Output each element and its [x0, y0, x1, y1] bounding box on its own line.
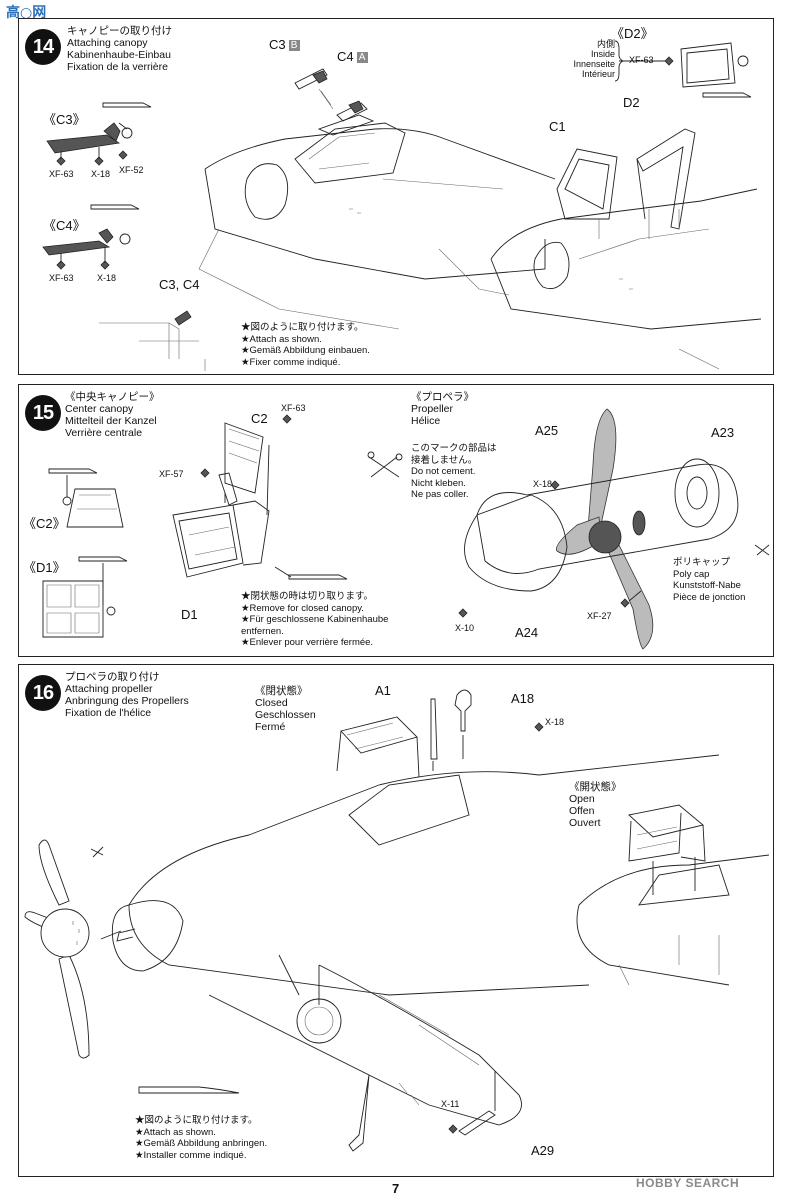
part-d2-label: D2 — [623, 95, 640, 110]
step-16-note: ★図のように取り付けます。★Attach as shown. ★Gemäß Ab… — [135, 1115, 268, 1161]
step-15-title: 《中央キャノピー》Center canopy Mittelteil der Ka… — [65, 391, 160, 439]
watermark-hobby-search: HOBBY SEARCH — [636, 1176, 740, 1190]
sub-c2-label: 《C2》 — [23, 516, 66, 531]
canopy-assembly-drawing — [172, 414, 348, 580]
d2-detail-drawing — [614, 40, 752, 98]
paint-xf63: XF-63 — [49, 169, 74, 179]
paint-xf63: XF-63 — [49, 273, 74, 283]
step-14-drawing — [42, 40, 762, 371]
open-canopy-drawing — [576, 804, 770, 986]
fuselage-left-drawing — [198, 68, 556, 330]
part-c2-label: C2 — [251, 411, 268, 426]
paint-xf63: XF-63 — [629, 55, 654, 65]
part-c1-label: C1 — [549, 119, 566, 134]
sub-d1-label: 《D1》 — [23, 560, 66, 575]
sub-c3-label: 《C3》 — [43, 112, 86, 127]
part-a24-label: A24 — [515, 625, 539, 640]
step-14-panel: 14 キャノピーの取り付け Attaching canopy Kabinenha… — [18, 18, 774, 375]
part-a23-label: A23 — [711, 425, 735, 440]
part-a18-label: A18 — [511, 691, 535, 706]
part-a1-label: A1 — [375, 683, 391, 698]
step-15-drawing — [42, 408, 770, 650]
part-c3c4-label: C3, C4 — [159, 277, 200, 292]
title-ja: キャノピーの取り付け — [67, 25, 172, 37]
main-aircraft-drawing — [24, 689, 720, 1152]
watermark-logo: 高○网 — [6, 5, 47, 21]
step-14-title: キャノピーの取り付け Attaching canopy Kabinenhaube… — [67, 25, 172, 73]
step-14-note: ★図のように取り付けます。★Attach as shown. ★Gemäß Ab… — [241, 322, 370, 368]
page-number: 7 — [392, 1181, 400, 1196]
part-a25-label: A25 — [535, 423, 559, 438]
step-16-number: 16 — [25, 675, 61, 711]
step-15-panel: 15 《中央キャノピー》Center canopy Mittelteil der… — [18, 384, 774, 657]
paint-x18: X-18 — [97, 273, 117, 283]
step-15-note: ★閉状態の時は切り取ります。★Remove for closed canopy.… — [241, 591, 389, 648]
propeller-title: 《プロペラ》Propeller Hélice — [411, 391, 474, 427]
c2-detail-drawing — [48, 468, 124, 528]
d1-detail-drawing — [42, 556, 128, 638]
paint-x18: X-18 — [91, 169, 111, 179]
paint-x18: X-18 — [533, 479, 553, 489]
step-15-number: 15 — [25, 395, 61, 431]
paint-xf52: XF-52 — [119, 165, 144, 175]
c3c4-position-drawing — [99, 310, 206, 371]
paint-x10: X-10 — [455, 623, 475, 633]
paint-xf63: XF-63 — [281, 403, 306, 413]
paint-x11: X-11 — [441, 1099, 460, 1109]
paint-xf57: XF-57 — [159, 469, 184, 479]
title-de: Kabinenhaube-Einbau — [67, 49, 171, 61]
part-a29-label: A29 — [531, 1143, 555, 1158]
propeller-assembly-drawing — [458, 408, 770, 650]
paint-x18: X-18 — [545, 717, 565, 727]
sub-c4-label: 《C4》 — [43, 218, 86, 233]
no-cement-note: このマークの部品は接着しません。 Do not cement.Nicht kle… — [411, 443, 497, 500]
paint-xf27: XF-27 — [587, 611, 612, 621]
runner-a-badge: A — [356, 52, 368, 63]
step-14-number: 14 — [25, 29, 61, 65]
step-16-drawing — [24, 689, 770, 1152]
runner-b-badge: B — [288, 40, 300, 51]
title-en: Attaching canopy — [67, 37, 148, 49]
c3-detail-drawing — [46, 102, 152, 166]
sub-d2-label: 《D2》 — [611, 26, 654, 41]
c4-detail-drawing — [42, 204, 140, 270]
part-d1-label: D1 — [181, 607, 198, 622]
no-cement-icon — [367, 451, 403, 478]
title-fr: Fixation de la verrière — [67, 61, 168, 73]
fuselage-right-drawing — [490, 128, 762, 370]
